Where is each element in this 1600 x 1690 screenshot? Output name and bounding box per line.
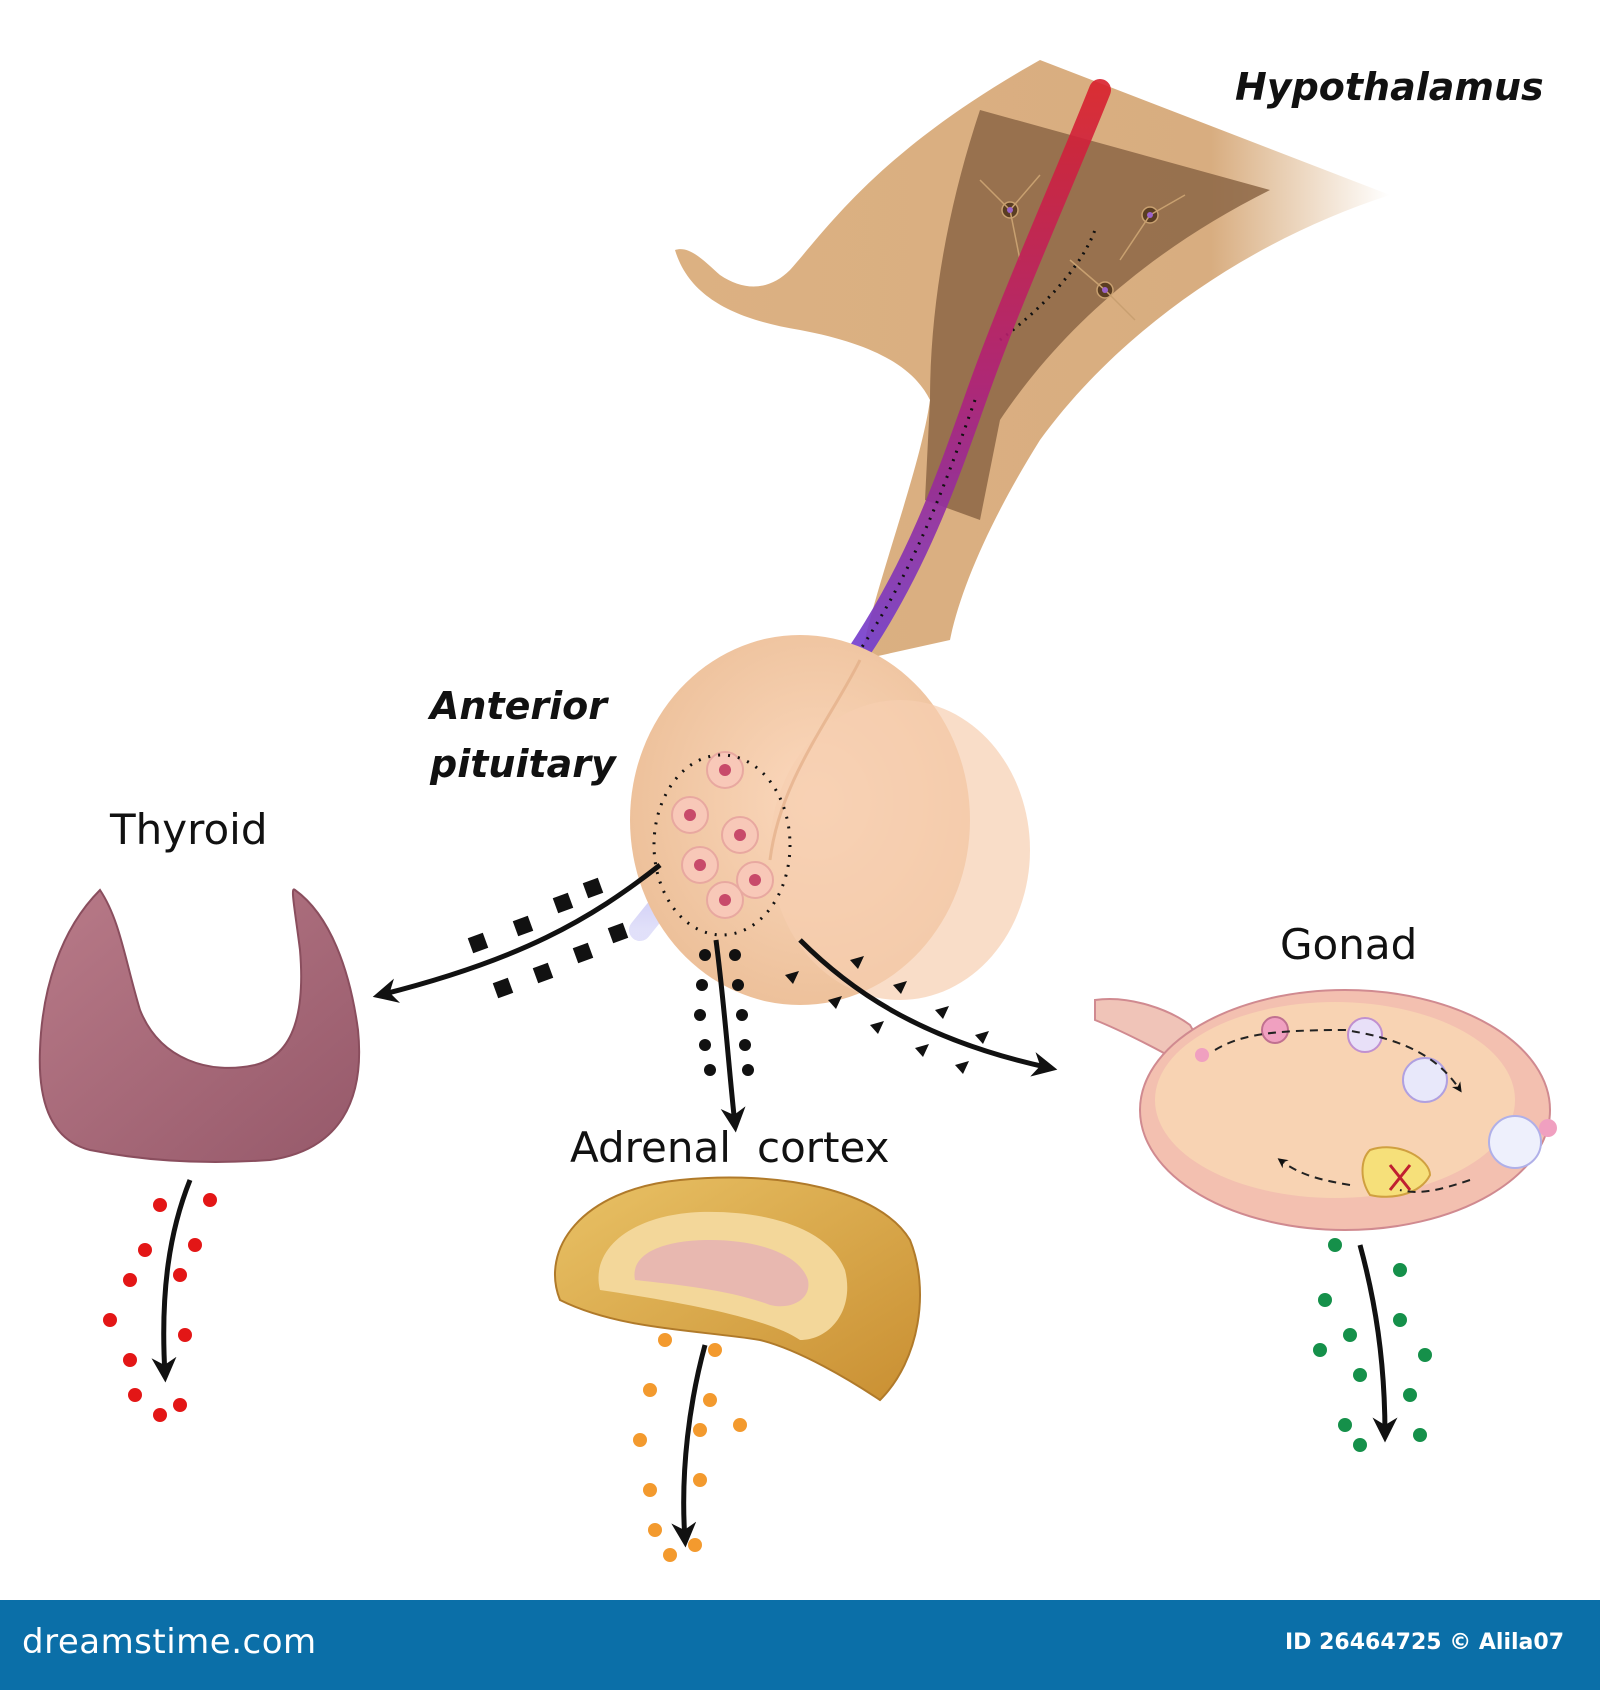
adrenal-gland bbox=[554, 1176, 921, 1402]
label-cortex: cortex bbox=[757, 1123, 890, 1172]
label-adrenal: Adrenal bbox=[570, 1123, 731, 1172]
adrenal-hormone-dots bbox=[633, 1333, 747, 1562]
arrow-thyroid-out bbox=[151, 1179, 193, 1383]
hypothalamus-stalk bbox=[675, 60, 1390, 660]
square-hormone-icon bbox=[467, 877, 629, 999]
label-thyroid: Thyroid bbox=[110, 805, 268, 854]
label-anterior: Anterior bbox=[430, 684, 608, 728]
footer-bar: dreamstime.com ID 26464725 © Alila07 bbox=[0, 1600, 1600, 1690]
hormone-arrows bbox=[151, 863, 1398, 1548]
anterior-pituitary bbox=[630, 635, 1030, 1005]
gonad-organ bbox=[1094, 989, 1557, 1231]
label-gonad: Gonad bbox=[1280, 920, 1418, 969]
footer-site[interactable]: dreamstime.com bbox=[22, 1622, 317, 1662]
arrow-to-gonad bbox=[798, 938, 1058, 1077]
label-pituitary: pituitary bbox=[430, 742, 616, 786]
thyroid-hormone-dots bbox=[103, 1193, 217, 1422]
arrow-to-thyroid bbox=[372, 863, 662, 1003]
thyroid-gland bbox=[38, 888, 361, 1163]
triangle-hormone-icon bbox=[785, 956, 989, 1074]
arrow-to-adrenal bbox=[713, 939, 746, 1133]
label-hypothalamus: Hypothalamus bbox=[1235, 65, 1544, 109]
footer-credit: ID 26464725 © Alila07 bbox=[1285, 1630, 1564, 1655]
arrow-gonad-out bbox=[1357, 1244, 1398, 1443]
endocrine-diagram bbox=[38, 60, 1557, 1562]
arrow-adrenal-out bbox=[671, 1344, 708, 1548]
circle-hormone-icon bbox=[694, 949, 754, 1076]
gonad-hormone-dots bbox=[1313, 1238, 1432, 1452]
